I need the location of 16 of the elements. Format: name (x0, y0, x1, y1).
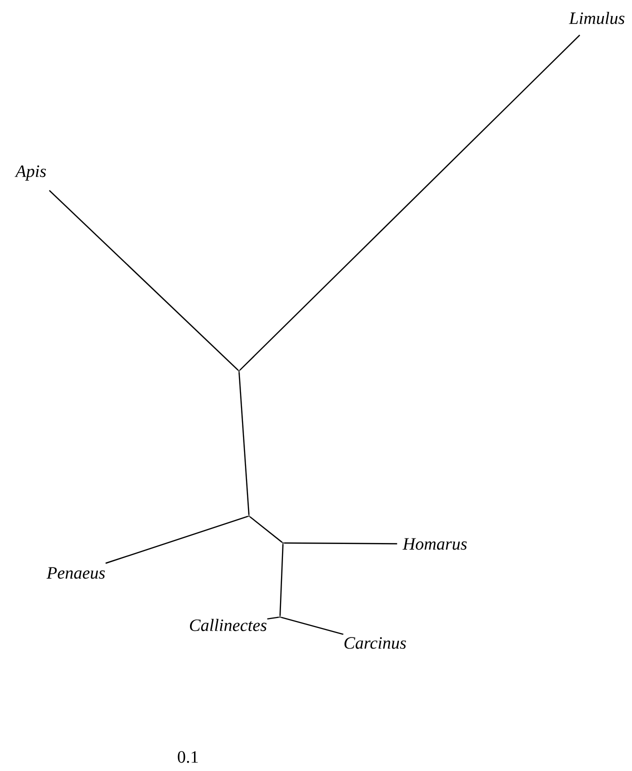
taxon-label: Apis (14, 165, 46, 181)
branch-line (239, 34, 580, 371)
branch-line (280, 616, 344, 635)
branch-line (249, 516, 283, 543)
taxon-label: Penaeus (46, 567, 105, 579)
branch-line (267, 616, 280, 620)
taxon-label: Homarus (402, 538, 467, 550)
branch-line (48, 190, 239, 371)
branch-line (238, 372, 250, 515)
branch-line (279, 544, 284, 616)
taxon-label: Carcinus (344, 637, 406, 649)
branch-line (105, 516, 248, 564)
scale-label: 0.1 (178, 751, 198, 763)
branch-line (284, 542, 398, 544)
taxon-label: Limulus (568, 12, 624, 24)
taxon-label: Callinectes (190, 618, 266, 632)
